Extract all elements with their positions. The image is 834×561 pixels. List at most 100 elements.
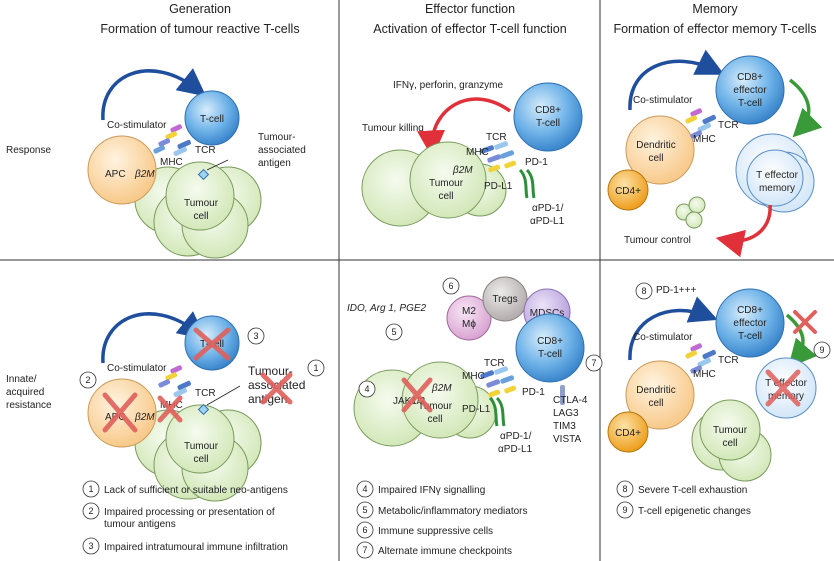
ifn-label: IFNγ, perforin, granzyme bbox=[393, 80, 503, 91]
apc-label: APC bbox=[105, 169, 126, 180]
cd8-effector-cell bbox=[715, 55, 785, 125]
tumour-cell-cluster-d bbox=[134, 404, 262, 502]
lag3-label: LAG3 bbox=[553, 408, 579, 419]
receptor-stack-f bbox=[685, 343, 716, 374]
tumour-cell-cluster-b bbox=[361, 141, 507, 227]
cd8-t-cell-e bbox=[515, 313, 585, 383]
beta2m-label-d: β2M bbox=[134, 412, 155, 423]
subheader-effector: Activation of effector T-cell function bbox=[373, 22, 566, 36]
legend-text-4: Impaired IFNγ signalling bbox=[378, 485, 485, 496]
cell-label: cell bbox=[193, 211, 208, 222]
antigen-diamond-d bbox=[197, 403, 210, 416]
apdl1-label: αPD-L1 bbox=[530, 216, 565, 227]
legend-col3: 8 Severe T-cell exhaustion 9 T-cell epig… bbox=[616, 480, 751, 519]
legend-text-1: Lack of sufficient or suitable neo-antig… bbox=[104, 485, 288, 496]
panel-effector-response: IFNγ, perforin, granzyme Tumour killing … bbox=[361, 80, 583, 227]
tumour-antigen-label-3: antigen bbox=[258, 158, 291, 169]
legend-num-1: 1 bbox=[88, 484, 93, 494]
badge-5: 5 bbox=[391, 327, 396, 337]
blue-arrow-f bbox=[628, 296, 718, 361]
green-arrow bbox=[788, 78, 823, 138]
cd4-cell-f bbox=[607, 411, 649, 453]
dendritic-label: Dendritic bbox=[636, 140, 675, 151]
apc-cell bbox=[87, 135, 157, 205]
legend-num-7: 7 bbox=[362, 545, 367, 555]
badge-2: 2 bbox=[85, 375, 90, 385]
t-cell bbox=[184, 90, 240, 146]
tcr-label-b: TCR bbox=[486, 132, 507, 143]
antibody-icon-e bbox=[488, 396, 506, 427]
ctla4-label: CTLA-4 bbox=[553, 395, 588, 406]
panel-memory-resistance: 8 PD-1+++ Co-stimulator CD8+ effector T-… bbox=[607, 282, 831, 482]
red-arrow-c bbox=[715, 204, 772, 258]
mhc-label-c: MHC bbox=[693, 134, 716, 145]
blue-arrow bbox=[101, 68, 207, 121]
dendritic-cell-f bbox=[625, 360, 695, 430]
row-label-resistance-3: resistance bbox=[6, 400, 52, 411]
panel-effector-resistance: IDO, Arg 1, PGE2 5 M2 Mϕ Tregs MDSCs 6 β… bbox=[347, 276, 603, 455]
cross-icon bbox=[102, 327, 293, 433]
effector-label-f: effector bbox=[733, 318, 767, 329]
legend-col2: 4 Impaired IFNγ signalling 5 Metabolic/i… bbox=[356, 480, 528, 559]
legend-text-5: Metabolic/inflammatory mediators bbox=[378, 506, 528, 517]
apd1-label: αPD-1/ bbox=[532, 203, 564, 214]
subheader-memory: Formation of effector memory T-cells bbox=[613, 22, 816, 36]
legend-num-9: 9 bbox=[622, 505, 627, 515]
tumour-antigen-label-d1: Tumour- bbox=[248, 364, 293, 378]
legend-num-4: 4 bbox=[362, 484, 367, 494]
small-tumour-cells bbox=[675, 196, 706, 229]
number-badges-d bbox=[79, 327, 325, 389]
legend-text-7: Alternate immune checkpoints bbox=[378, 546, 512, 557]
red-arrow bbox=[417, 97, 512, 159]
badge-7: 7 bbox=[591, 358, 596, 368]
m2-cell bbox=[446, 295, 492, 341]
receptor-stack-d bbox=[158, 365, 191, 398]
tcr-label-c: TCR bbox=[718, 120, 739, 131]
co-stimulator-label-c: Co-stimulator bbox=[633, 95, 693, 106]
mhc-label-b: MHC bbox=[466, 147, 489, 158]
legend-text-2: Impaired processing or presentation of bbox=[104, 507, 275, 518]
tcr-label-e: TCR bbox=[484, 358, 505, 369]
blue-arrow-c bbox=[628, 49, 725, 111]
cell-label-c: cell bbox=[648, 153, 663, 164]
row-label-response: Response bbox=[6, 145, 51, 156]
badge-8: 8 bbox=[641, 286, 646, 296]
tumour-cell-cluster bbox=[134, 161, 262, 259]
receptor-stack-c bbox=[685, 108, 716, 139]
t-cell-label-c: T-cell bbox=[738, 98, 762, 109]
tumour-label-e: Tumour bbox=[418, 401, 453, 412]
legend-text-9: T-cell epigenetic changes bbox=[638, 506, 751, 517]
mphi-label: Mϕ bbox=[462, 319, 476, 330]
legend-text-2b: tumour antigens bbox=[104, 519, 176, 530]
subheader-generation: Formation of tumour reactive T-cells bbox=[100, 22, 299, 36]
tumour-control-label: Tumour control bbox=[624, 235, 691, 246]
header-generation: Generation bbox=[169, 2, 231, 16]
mhc-label-f: MHC bbox=[693, 369, 716, 380]
green-arrow-f bbox=[785, 313, 818, 368]
dendritic-label-f: Dendritic bbox=[636, 385, 675, 396]
beta2m-label-b: β2M bbox=[452, 165, 473, 176]
cd8-t-cell bbox=[513, 82, 583, 152]
pdl1-label: PD-L1 bbox=[484, 181, 513, 192]
cd4-cell bbox=[607, 169, 649, 211]
header-effector: Effector function bbox=[425, 2, 515, 16]
badge-3: 3 bbox=[253, 331, 258, 341]
cd8-label: CD8+ bbox=[535, 105, 561, 116]
ido-label: IDO, Arg 1, PGE2 bbox=[347, 303, 427, 314]
t-cell-label-b: T-cell bbox=[536, 118, 560, 129]
legend-text-6: Immune suppressive cells bbox=[378, 526, 493, 537]
legend-num-8: 8 bbox=[622, 484, 627, 494]
co-stimulator-label-f: Co-stimulator bbox=[633, 332, 693, 343]
tim3-label: TIM3 bbox=[553, 421, 576, 432]
badge-6: 6 bbox=[448, 281, 453, 291]
receptor-stack-e bbox=[480, 366, 565, 405]
tumour-label-d: Tumour bbox=[184, 441, 219, 452]
legend-col1: 1 Lack of sufficient or suitable neo-ant… bbox=[82, 480, 288, 555]
blue-arrow-d bbox=[101, 311, 207, 364]
tcr-label: TCR bbox=[195, 145, 216, 156]
header-memory: Memory bbox=[692, 2, 738, 16]
antibody-icon bbox=[518, 168, 536, 199]
tregs-label: Tregs bbox=[492, 294, 517, 305]
